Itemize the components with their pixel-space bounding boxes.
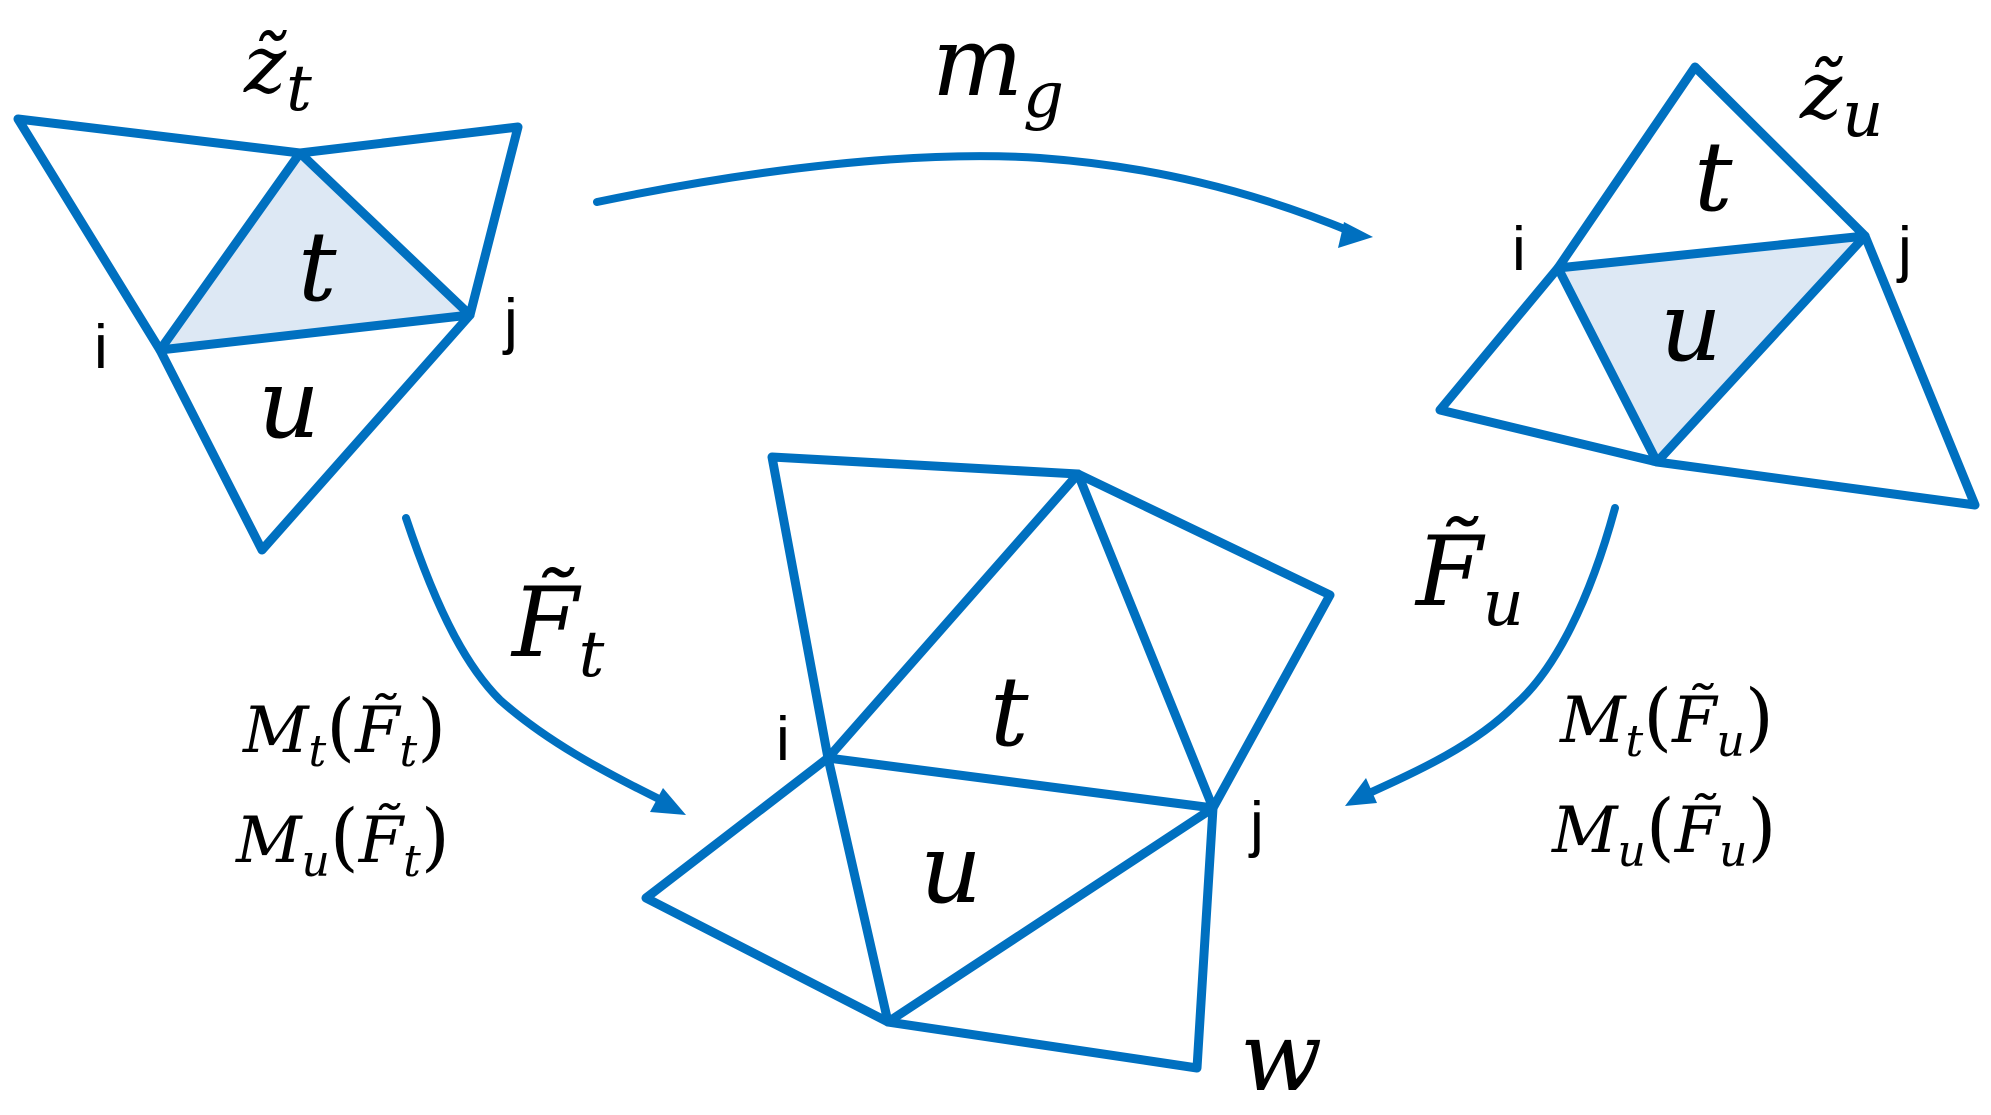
left-arrow-head [650, 788, 686, 815]
map-arrow: mg [593, 6, 1373, 248]
top-right-vertex-j: j [1896, 215, 1912, 284]
bottom-vertex-w: w [1240, 1001, 1322, 1113]
bottom-edge-j-bottom [883, 803, 1218, 1027]
bottom-edge-i-top [823, 469, 1083, 763]
top-right-vertex-i: i [1512, 215, 1526, 284]
top-left-mesh: z̃t i j t u [13, 18, 523, 555]
top-left-edge-top-j [295, 148, 475, 320]
top-left-shaded-face-t [160, 153, 470, 350]
bottom-edge-outer [641, 452, 1335, 1073]
bottom-vertex-i: i [776, 705, 790, 774]
top-right-shaded-face-u [1558, 236, 1865, 462]
left-arrow: F̃t Mt(F̃t) Mu(F̃t) [235, 514, 686, 887]
right-arrow-head [1345, 778, 1377, 806]
right-arrow-line [1361, 504, 1619, 799]
top-right-edge-i-j [1553, 231, 1870, 273]
bottom-edge-i-j [823, 753, 1218, 813]
left-arrow-expression-2: Mu(F̃t) [235, 794, 450, 887]
bottom-mesh: i j w t u [641, 452, 1335, 1113]
map-arrow-label: mg [932, 6, 1064, 133]
top-left-face-t: t [298, 211, 337, 323]
bottom-vertex-j: j [1248, 790, 1264, 859]
top-right-mesh: z̃u i j t u [1435, 44, 1980, 510]
top-right-face-u: u [1660, 271, 1722, 383]
right-arrow-label: F̃u [1414, 516, 1524, 641]
right-arrow-expression-2: Mu(F̃u) [1551, 784, 1776, 877]
right-arrow-expression-1: Mt(F̃u) [1559, 674, 1774, 767]
bottom-edge-i-bottom [823, 753, 893, 1027]
top-right-edge-i-bottom [1553, 263, 1662, 467]
left-arrow-expression-1: Mt(F̃t) [242, 684, 446, 777]
bottom-face-u: u [920, 813, 982, 925]
left-arrow-label: F̃t [510, 567, 605, 692]
right-arrow: F̃u Mt(F̃u) Mu(F̃u) [1345, 504, 1776, 877]
map-arrow-head [1338, 222, 1373, 248]
top-right-edge-j-bottom [1652, 231, 1870, 467]
top-left-vertex-j: j [502, 287, 518, 356]
bottom-edge-top-j [1073, 469, 1218, 813]
map-arrow-line [593, 152, 1356, 236]
top-right-title: z̃u [1799, 44, 1883, 152]
top-right-face-t: t [1694, 121, 1733, 233]
top-left-title: z̃t [243, 18, 312, 126]
top-left-edge-i-j [155, 310, 475, 355]
top-left-vertex-i: i [94, 313, 108, 382]
top-left-face-u: u [258, 348, 320, 460]
left-arrow-line [402, 514, 669, 806]
top-left-edge-i-top [155, 148, 305, 355]
bottom-face-t: t [990, 656, 1029, 768]
